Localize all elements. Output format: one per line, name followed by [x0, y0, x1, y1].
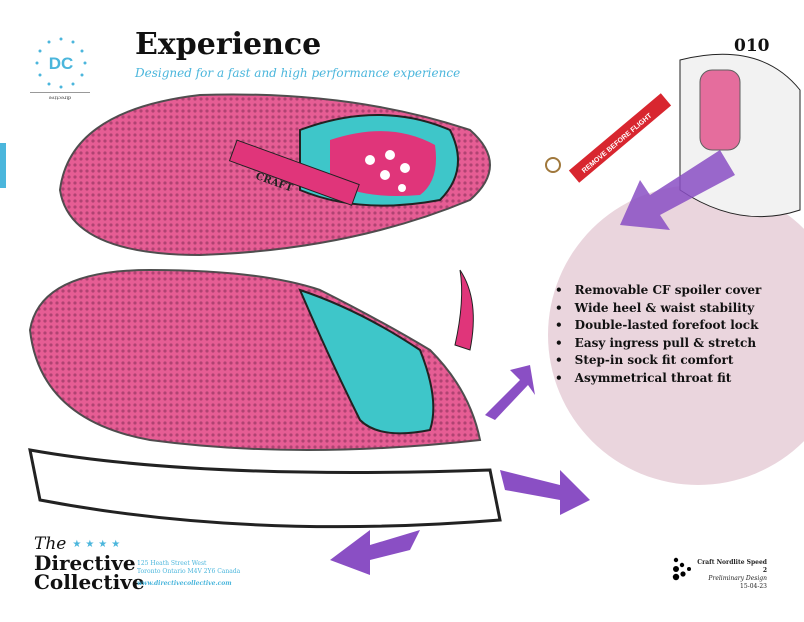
feature-item: Step-in sock fit comfort — [555, 352, 761, 370]
brand-line-2: Collective — [34, 570, 145, 594]
feature-item: Removable CF spoiler cover — [555, 282, 762, 300]
page-number: 010 — [734, 36, 770, 56]
website-link[interactable]: www.directivecollective.com — [137, 580, 232, 587]
footer-brand-logo: The ★★★★ Directive Collective — [34, 534, 145, 594]
page-subtitle: Designed for a fast and high performance… — [135, 66, 461, 80]
feature-list: Removable CF spoiler cover Wide heel & w… — [555, 282, 762, 388]
svg-text:DC: DC — [49, 54, 74, 73]
detail-inset: REMOVE BEFORE FLIGHT — [545, 53, 801, 230]
project-info: Craft Nordlite Speed 2 Preliminary Desig… — [697, 559, 767, 590]
brand-line-1: Directive — [34, 551, 136, 575]
craft-logo-icon — [672, 557, 691, 581]
address: 125 Heath Street West Toronto Ontario M4… — [137, 560, 241, 575]
side-tab-marker — [0, 143, 6, 188]
logo-tagline: ǝʌᴉʇɔǝɹᴉp — [30, 92, 90, 101]
dc-logo: DC — [35, 37, 87, 89]
brand-the: The — [34, 534, 67, 554]
feature-item: Wide heel & waist stability — [555, 300, 761, 318]
feature-item: Double-lasted forefoot lock — [555, 317, 761, 335]
top-view-shoe: CRAFT — [58, 93, 491, 257]
feature-item: Easy ingress pull & stretch — [555, 335, 761, 353]
side-view-shoe — [28, 268, 590, 575]
remove-before-flight-tag: REMOVE BEFORE FLIGHT — [581, 112, 654, 175]
feature-item: Asymmetrical throat fit — [555, 370, 761, 388]
page-title: Experience — [135, 27, 322, 62]
brand-stars: ★★★★ — [72, 539, 125, 550]
